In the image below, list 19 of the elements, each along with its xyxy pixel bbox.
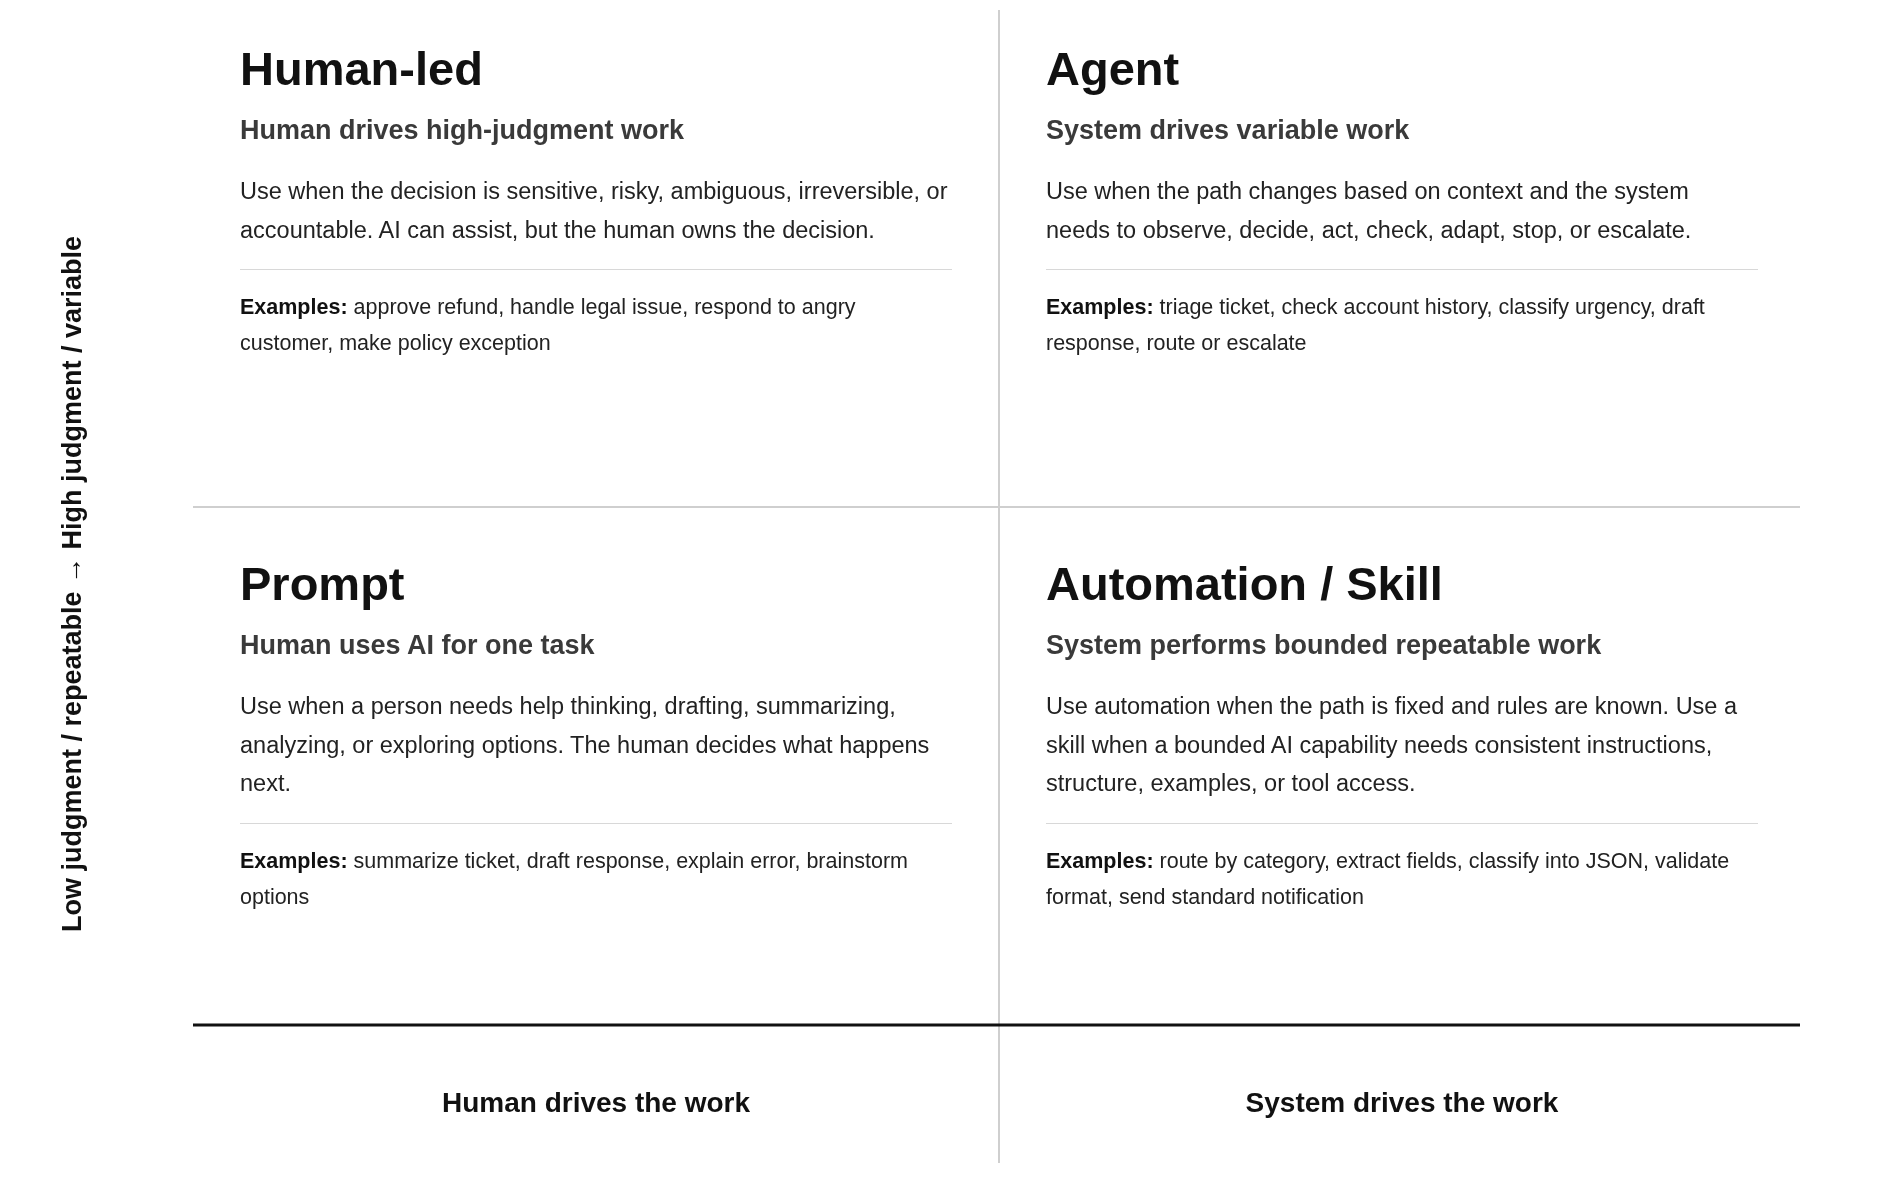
quadrant-description: Use automation when the path is fixed and rules are known. Use a skill when a bounded AI capability needs consistent instructions, structure, examples, or tool access. [1046,692,1739,798]
quadrant-title: Prompt [240,556,406,612]
examples-text: Examples: approve refund, handle legal issue, respond to angry customer, make policy exception [240,294,857,357]
examples-text: Examples: summarize ticket, draft response, explain error, brainstorm options [240,847,909,911]
axis-label: Human drives the work [441,1087,751,1119]
quadrant-subtitle: System drives variable work [1046,114,1411,147]
quadrant-description: Use when a person needs help thinking, drafting, summarizing, analyzing, or exploring options. The human decides what happens next. [240,692,931,798]
axis-label: System drives the work [1245,1087,1559,1119]
quadrant-title: Automation / Skill [1046,556,1444,612]
quadrant-title: Human-led [240,41,484,97]
quadrant-subtitle: System performs bounded repeatable work [1046,629,1603,662]
quadrant-subtitle: Human uses AI for one task [240,629,596,662]
quadrant-title: Agent [1046,41,1181,97]
quadrant-subtitle: Human drives high-judgment work [240,114,686,147]
quadrant-description: Use when the path changes based on context and the system needs to observe, decide, act, check, adapt, stop, or escalate. [1046,177,1693,245]
quadrant-description: Use when the decision is sensitive, risky, ambiguous, irreversible, or accountable. AI can assist, but the human owns the decision. [240,177,949,245]
axis-label: Low judgment / repeatable → High judgment / variable [56,235,88,933]
examples-text: Examples: triage ticket, check account history, classify urgency, draft response, route or escalate [1046,294,1706,357]
examples-text: Examples: route by category, extract fields, classify into JSON, validate format, send standard notification [1046,847,1731,911]
